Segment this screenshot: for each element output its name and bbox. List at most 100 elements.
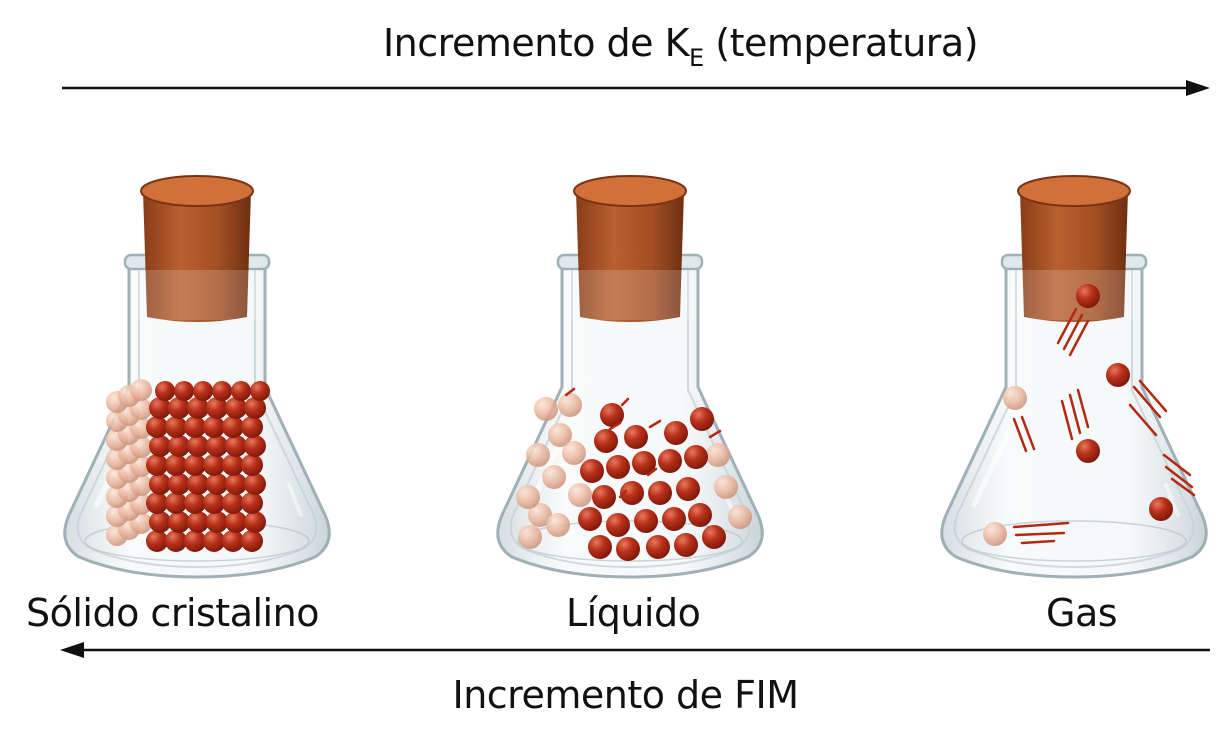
motion-streak [1012,521,1070,529]
flask-gas [942,176,1206,577]
particle-light [542,465,566,489]
particle [241,530,263,552]
particle-light [546,513,570,537]
particle [674,533,698,557]
particle [244,397,266,419]
motion-streak [1062,313,1084,351]
particle [688,503,712,527]
particle-light [568,483,592,507]
particle-light [714,475,738,499]
flask-solid [65,176,329,577]
particle [146,454,168,476]
particle [1076,284,1100,308]
particle [225,473,247,495]
particle [244,435,266,457]
particle [165,530,187,552]
particle [212,381,232,401]
particle [676,477,700,501]
motion-streak [1020,539,1056,545]
particle-light [528,503,552,527]
particle [149,397,171,419]
motion-streak [1138,379,1168,413]
particle [662,507,686,531]
particle [149,473,171,495]
particle [690,407,714,431]
particle [187,473,209,495]
top-arrow [62,80,1210,96]
particle [225,397,247,419]
particle-light [706,443,730,467]
motion-streak [1164,465,1194,489]
particle [168,397,190,419]
motion-mark [564,387,576,397]
particle [206,511,228,533]
particle [578,507,602,531]
particle [184,530,206,552]
particle [225,511,247,533]
particle [203,454,225,476]
particle [241,416,263,438]
particle [206,435,228,457]
particle [634,509,658,533]
particle [620,481,644,505]
particle [244,511,266,533]
particle [222,492,244,514]
motion-streak [1068,393,1082,435]
flask-liquid [498,176,762,577]
particle [658,449,682,473]
motion-mark [648,419,662,429]
particle [222,530,244,552]
particle [616,537,640,561]
particle [146,492,168,514]
top-arrow-label-main: Incremento de K [382,21,690,65]
motion-streak [1076,388,1090,429]
particle [187,397,209,419]
particle [193,381,213,401]
particle-light [534,397,558,421]
particle [149,511,171,533]
liquid-particles [516,387,752,561]
particle [624,425,648,449]
particle [184,416,206,438]
particle [206,473,228,495]
flask-label-liquid: Líquido [566,591,701,635]
motion-streak [1014,531,1066,537]
flask-label-gas: Gas [1046,591,1118,635]
motion-streak [1128,403,1158,437]
particle [1076,439,1100,463]
particle [606,455,630,479]
particle [184,492,206,514]
bottom-arrow-label: Incremento de FIM [452,673,800,717]
particle [203,416,225,438]
particle [632,451,656,475]
particle [606,513,630,537]
particle-light [516,485,540,509]
particle [168,473,190,495]
motion-streak [1020,415,1036,451]
motion-streak [1012,417,1028,453]
particle [203,492,225,514]
particle [222,416,244,438]
particle [187,511,209,533]
particle [184,454,206,476]
particle [588,535,612,559]
particle [168,511,190,533]
motion-streak [1170,477,1196,497]
motion-mark [620,397,630,407]
motion-mark [608,421,622,431]
particle [155,381,175,401]
particle [702,525,726,549]
particle [1106,363,1130,387]
solid-particles [106,379,270,552]
particle [664,421,688,445]
particle [244,473,266,495]
motion-streak [1068,319,1090,357]
particle [646,535,670,559]
particle [146,530,168,552]
particle-light [562,441,586,465]
particle-light [558,393,582,417]
motion-mark [618,489,628,499]
particle-light [548,423,572,447]
particle [206,397,228,419]
particle-light [518,525,542,549]
